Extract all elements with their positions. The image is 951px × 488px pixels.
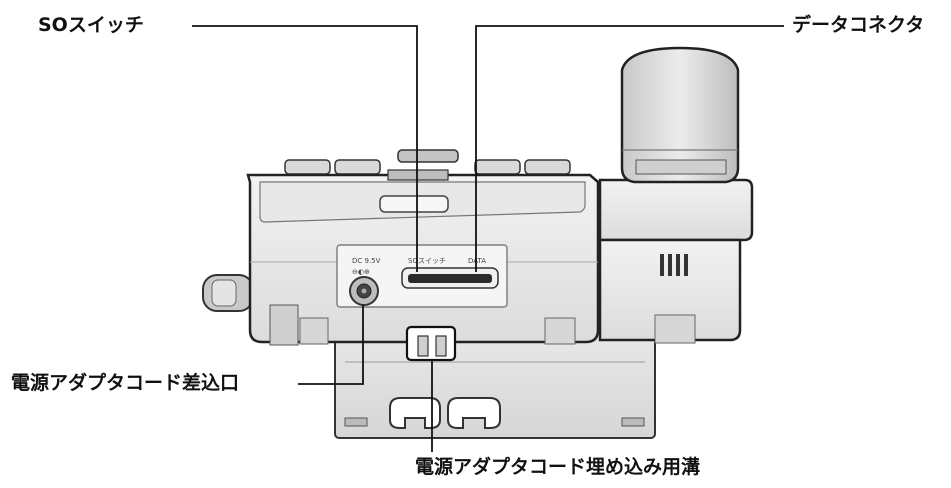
leader-lines bbox=[192, 25, 784, 452]
dc-voltage-text: DC 9.5V bbox=[352, 257, 381, 265]
data-connector-slot[interactable] bbox=[408, 274, 492, 283]
leader-power-jack bbox=[298, 305, 364, 385]
label-cord-groove: 電源アダプタコード埋め込み用溝 bbox=[415, 456, 701, 478]
so-switch-small-label: SOスイッチ bbox=[408, 257, 446, 265]
label-power-jack: 電源アダプタコード差込口 bbox=[11, 372, 240, 394]
leader-so-switch bbox=[192, 25, 418, 272]
polarity-symbol: ⊖◐⊕ bbox=[352, 268, 370, 276]
handset bbox=[620, 46, 740, 184]
leader-data-connector bbox=[475, 25, 784, 272]
label-so-switch: SOスイッチ bbox=[38, 14, 144, 36]
data-small-label: DATA bbox=[468, 257, 486, 265]
handset-cradle bbox=[598, 178, 754, 344]
side-knob bbox=[202, 274, 254, 312]
label-data-connector: データコネクタ bbox=[792, 14, 925, 36]
cord-groove bbox=[405, 325, 457, 362]
port-panel: DC 9.5V ⊖◐⊕ SOスイッチ DATA bbox=[336, 244, 508, 308]
